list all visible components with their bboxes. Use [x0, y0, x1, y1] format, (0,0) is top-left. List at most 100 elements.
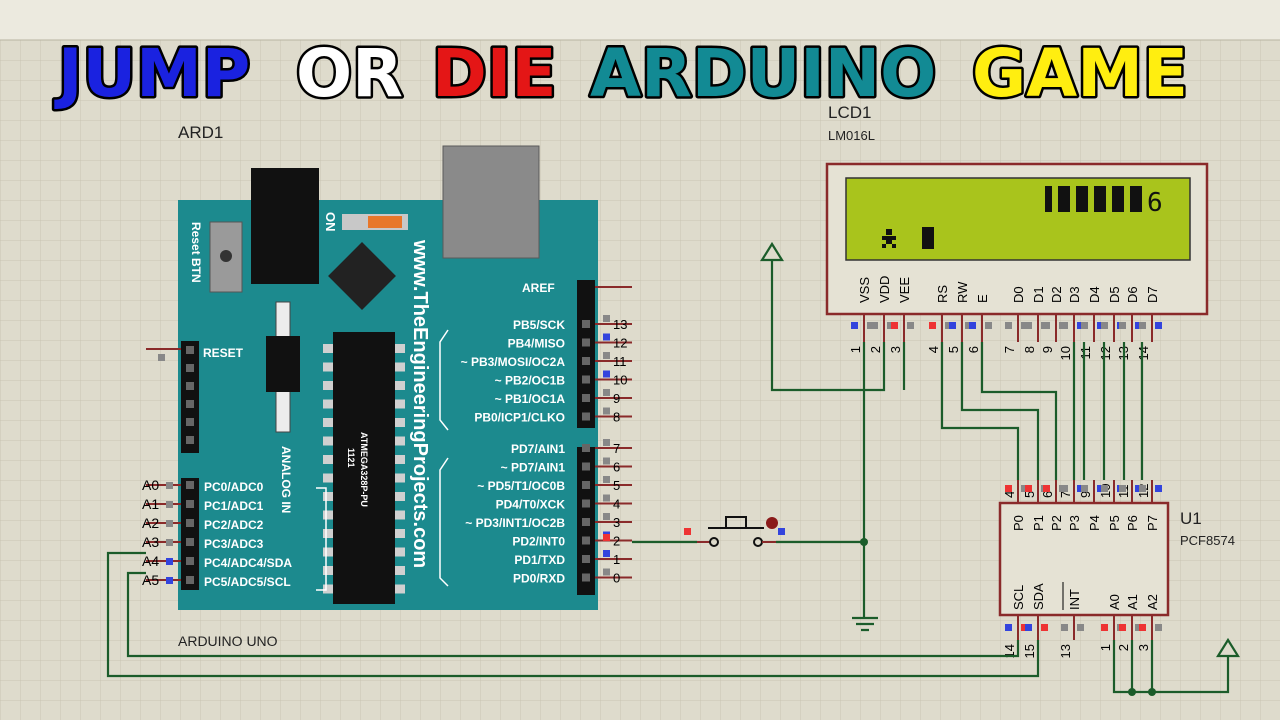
u1-pin-p7[interactable]: P712	[1136, 480, 1162, 531]
lcd-pin-num: 4	[926, 346, 941, 353]
website-label: www.TheEngineeringProjects.com	[409, 239, 431, 568]
digital-pin-num: 8	[613, 410, 620, 425]
lcd-pin-label: D4	[1087, 286, 1102, 303]
analog-in-label: ANALOG IN	[279, 446, 293, 513]
on-label: ON	[323, 212, 338, 232]
lcd-pin-e[interactable]: E6	[966, 294, 992, 353]
digital-pin-label: ~ PB3/MOSI/OC2A	[461, 355, 566, 369]
lcd-obstacles	[1045, 186, 1142, 212]
lcd-pin-d3[interactable]: D3 10	[1058, 286, 1084, 360]
lcd-pin-vee[interactable]: VEE 3	[888, 277, 914, 354]
u1-pin-label: A1	[1125, 594, 1140, 610]
lcd-pin-label: RW	[955, 281, 970, 303]
digital-pin-9[interactable]: ~ PB1/OC1A 9	[495, 389, 632, 406]
u1-pin-p0[interactable]: P04	[1002, 480, 1028, 531]
arduino-model-label: ARDUINO UNO	[178, 633, 278, 649]
u1-pin-p6[interactable]: P611	[1116, 480, 1142, 531]
u1-pin-p3[interactable]: P37	[1058, 480, 1084, 531]
lcd-pin-num: 14	[1136, 346, 1151, 360]
lcd-pin-rs[interactable]: RS4	[926, 285, 952, 354]
u1-pin-num: 14	[1002, 644, 1017, 658]
u1-pin-label: P6	[1125, 515, 1140, 531]
analog-pin-num: A2	[142, 515, 159, 531]
lcd-pin-num: 7	[1002, 346, 1017, 353]
lcd-pin-label: D1	[1031, 286, 1046, 303]
u1-pin-label: INT	[1067, 589, 1082, 610]
digital-pin-12[interactable]: PB4/MISO 12	[508, 333, 632, 351]
u1-model-label: PCF8574	[1180, 533, 1235, 548]
u1-pin-num: 3	[1136, 644, 1151, 651]
digital-pin-label: ~ PB1/OC1A	[495, 392, 566, 406]
arduino-uno-component[interactable]: ARD1 ARDUINO UNO Reset BTN ON 1121 ATMEG…	[142, 123, 632, 649]
lcd-pin-rw[interactable]: RW 5	[946, 281, 972, 353]
lcd-pin-num: 6	[966, 346, 981, 353]
u1-pin-label: A0	[1107, 594, 1122, 610]
chip-name-label: ATMEGA328P-PU	[359, 432, 369, 507]
lcd-pin-d0[interactable]: D0 7	[1002, 286, 1028, 353]
digital-pin-label: ~ PD7/AIN1	[501, 461, 566, 475]
lcd-pin-label: VEE	[897, 277, 912, 303]
digital-pin-num: 11	[613, 354, 627, 369]
digital-pin-label: ~ PD5/T1/OC0B	[477, 479, 565, 493]
chip-pins	[323, 344, 405, 594]
u1-pin-a1[interactable]: A12	[1116, 594, 1142, 651]
digital-pin-label: ~ PD3/INT1/OC2B	[465, 516, 565, 530]
lcd-component[interactable]: LCD1 LM016L 6 VSS1VDD2VEE3RS4RW5E6D07D18…	[825, 103, 1209, 360]
analog-pin-num: A4	[142, 553, 159, 569]
wires	[106, 241, 1240, 696]
lcd-block-obstacle	[922, 227, 934, 249]
u1-pin-p4[interactable]: P49	[1078, 480, 1104, 531]
digital-pin-7[interactable]: PD7/AIN1 7	[511, 439, 632, 456]
lcd-pin-num: 10	[1058, 346, 1073, 360]
analog-header	[181, 478, 199, 590]
title-word-jump: JUMP	[54, 35, 250, 112]
digital-pin-label: PB4/MISO	[508, 337, 565, 351]
digital-pin-label: PD2/INT0	[512, 535, 565, 549]
pushbutton-component[interactable]	[684, 516, 785, 547]
analog-pin-label: PC0/ADC0	[204, 480, 264, 494]
button-state-indicator	[766, 517, 778, 529]
digital-pin-num: 12	[613, 336, 627, 351]
digital-pin-1[interactable]: PD1/TXD 1	[514, 550, 632, 567]
title-word-die: DIE	[432, 35, 556, 112]
digital-pin-num: 7	[613, 441, 620, 456]
lcd-pin-num: 3	[888, 346, 903, 353]
digital-pin-label: PD4/T0/XCK	[496, 498, 566, 512]
lcd-pin-label: D3	[1067, 286, 1082, 303]
pcf8574-component[interactable]: U1 PCF8574 P04P15P26P37P49P510P611P712 S…	[998, 480, 1235, 659]
lcd-pin-num: 5	[946, 346, 961, 353]
u1-pin-a2[interactable]: A23	[1136, 594, 1162, 651]
digital-pin-num: 9	[613, 391, 620, 406]
lcd-pin-label: E	[975, 294, 990, 303]
lcd-pin-label: D0	[1011, 286, 1026, 303]
digital-pin-label: PD1/TXD	[514, 553, 565, 567]
title-word-game: GAME	[972, 35, 1188, 112]
digital-pin-label: PD7/AIN1	[511, 442, 565, 456]
digital-pin-num: 1	[613, 552, 620, 567]
u1-pin-num: 4	[1002, 491, 1017, 498]
digital-pin-11[interactable]: ~ PB3/MOSI/OC2A 11	[461, 352, 632, 369]
